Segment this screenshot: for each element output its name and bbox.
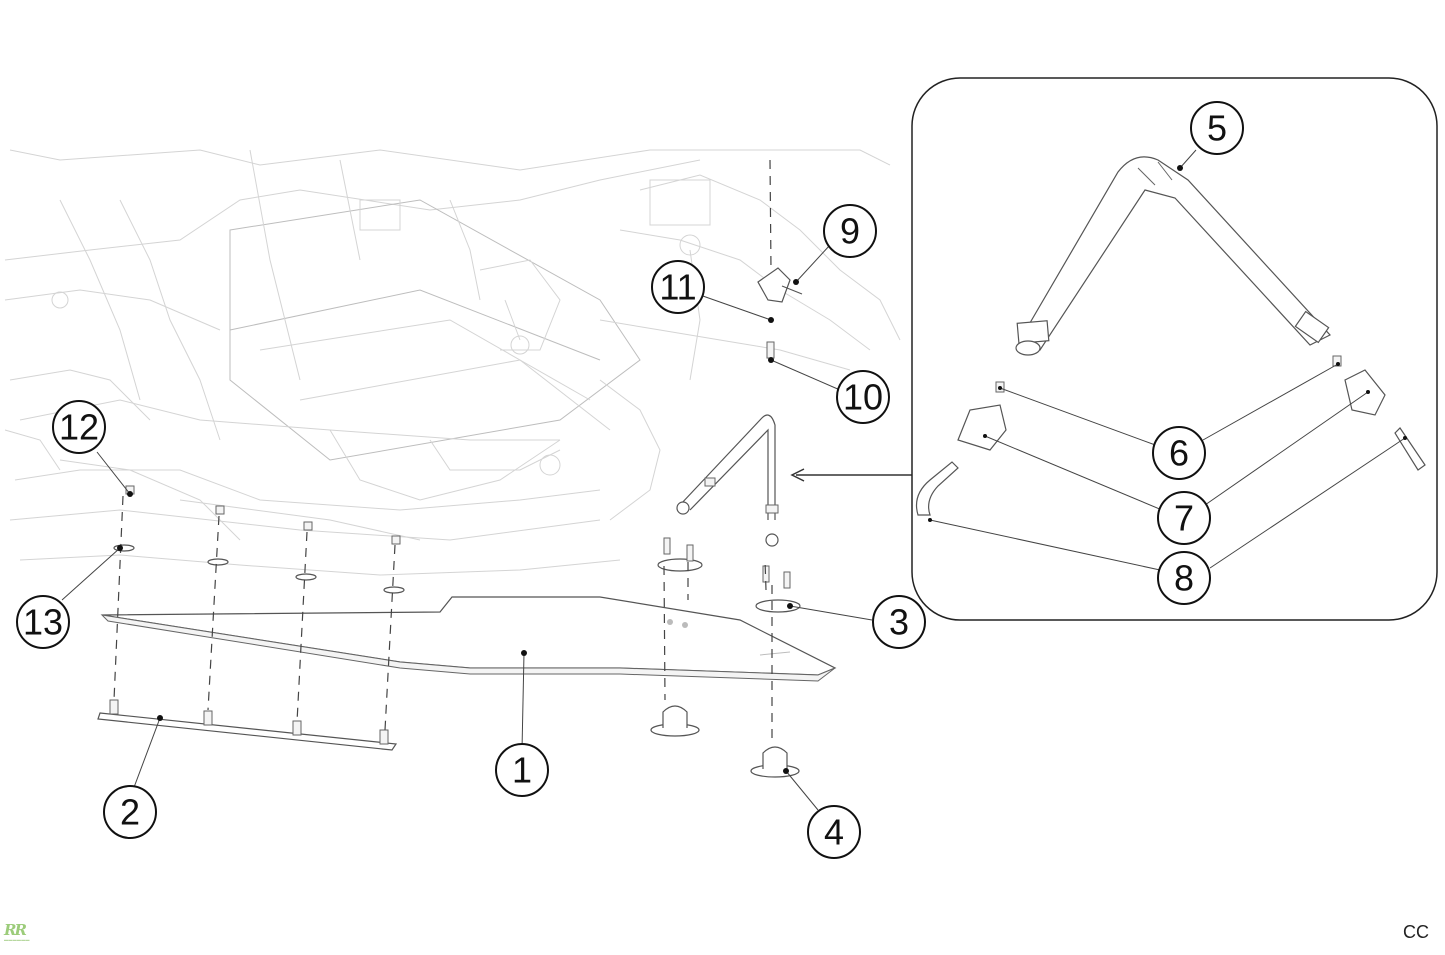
callout-1-label: 1 — [512, 750, 532, 791]
callout-8-label: 8 — [1174, 558, 1194, 599]
strap-assembly-small — [676, 414, 779, 547]
tow-mount-part-4 — [650, 705, 800, 778]
callout-13-label: 13 — [23, 602, 63, 643]
callout-4: 4 — [807, 805, 861, 859]
page-code: CC — [1403, 922, 1429, 942]
brand-logo-underline: ▬▬▬▬▬▬ — [4, 937, 30, 942]
callout-4-label: 4 — [824, 812, 844, 853]
callout-7-label: 7 — [1174, 498, 1194, 539]
callout-2-label: 2 — [120, 792, 140, 833]
callout-11-label: 11 — [659, 267, 696, 308]
brand-logo: RR ▬▬▬▬▬▬ — [4, 923, 46, 945]
brand-logo-mark: RR — [4, 921, 27, 939]
callout-8: 8 — [1157, 551, 1211, 605]
callout-5: 5 — [1190, 101, 1244, 155]
skid-plate-part-1 — [100, 596, 837, 682]
vehicle-underbody-background — [4, 149, 901, 576]
callout-3: 3 — [872, 595, 926, 649]
mounting-rail-part-2 — [97, 699, 398, 751]
callout-6-label: 6 — [1169, 433, 1189, 474]
callout-13: 13 — [16, 595, 70, 649]
callout-10-label: 10 — [843, 377, 883, 418]
callout-3-label: 3 — [889, 602, 909, 643]
callout-10: 10 — [836, 370, 890, 424]
leader-lines — [61, 149, 1407, 811]
callout-5-label: 5 — [1207, 108, 1227, 149]
callout-7: 7 — [1157, 491, 1211, 545]
strap-detail-inset — [911, 77, 1438, 621]
callout-6: 6 — [1152, 426, 1206, 480]
callout-9-label: 9 — [840, 211, 860, 252]
callout-12-label: 12 — [59, 407, 99, 448]
callout-9: 9 — [823, 204, 877, 258]
callout-2: 2 — [103, 785, 157, 839]
callout-11: 11 — [651, 260, 705, 314]
callout-1: 1 — [495, 743, 549, 797]
detail-pointer-arrow — [790, 468, 912, 482]
assembly-lines — [113, 159, 773, 740]
clip-part-9-10-11 — [757, 267, 803, 359]
bracket-plates-part-3 — [657, 537, 801, 613]
callout-12: 12 — [52, 400, 106, 454]
fasteners-part-12-13 — [113, 485, 405, 594]
